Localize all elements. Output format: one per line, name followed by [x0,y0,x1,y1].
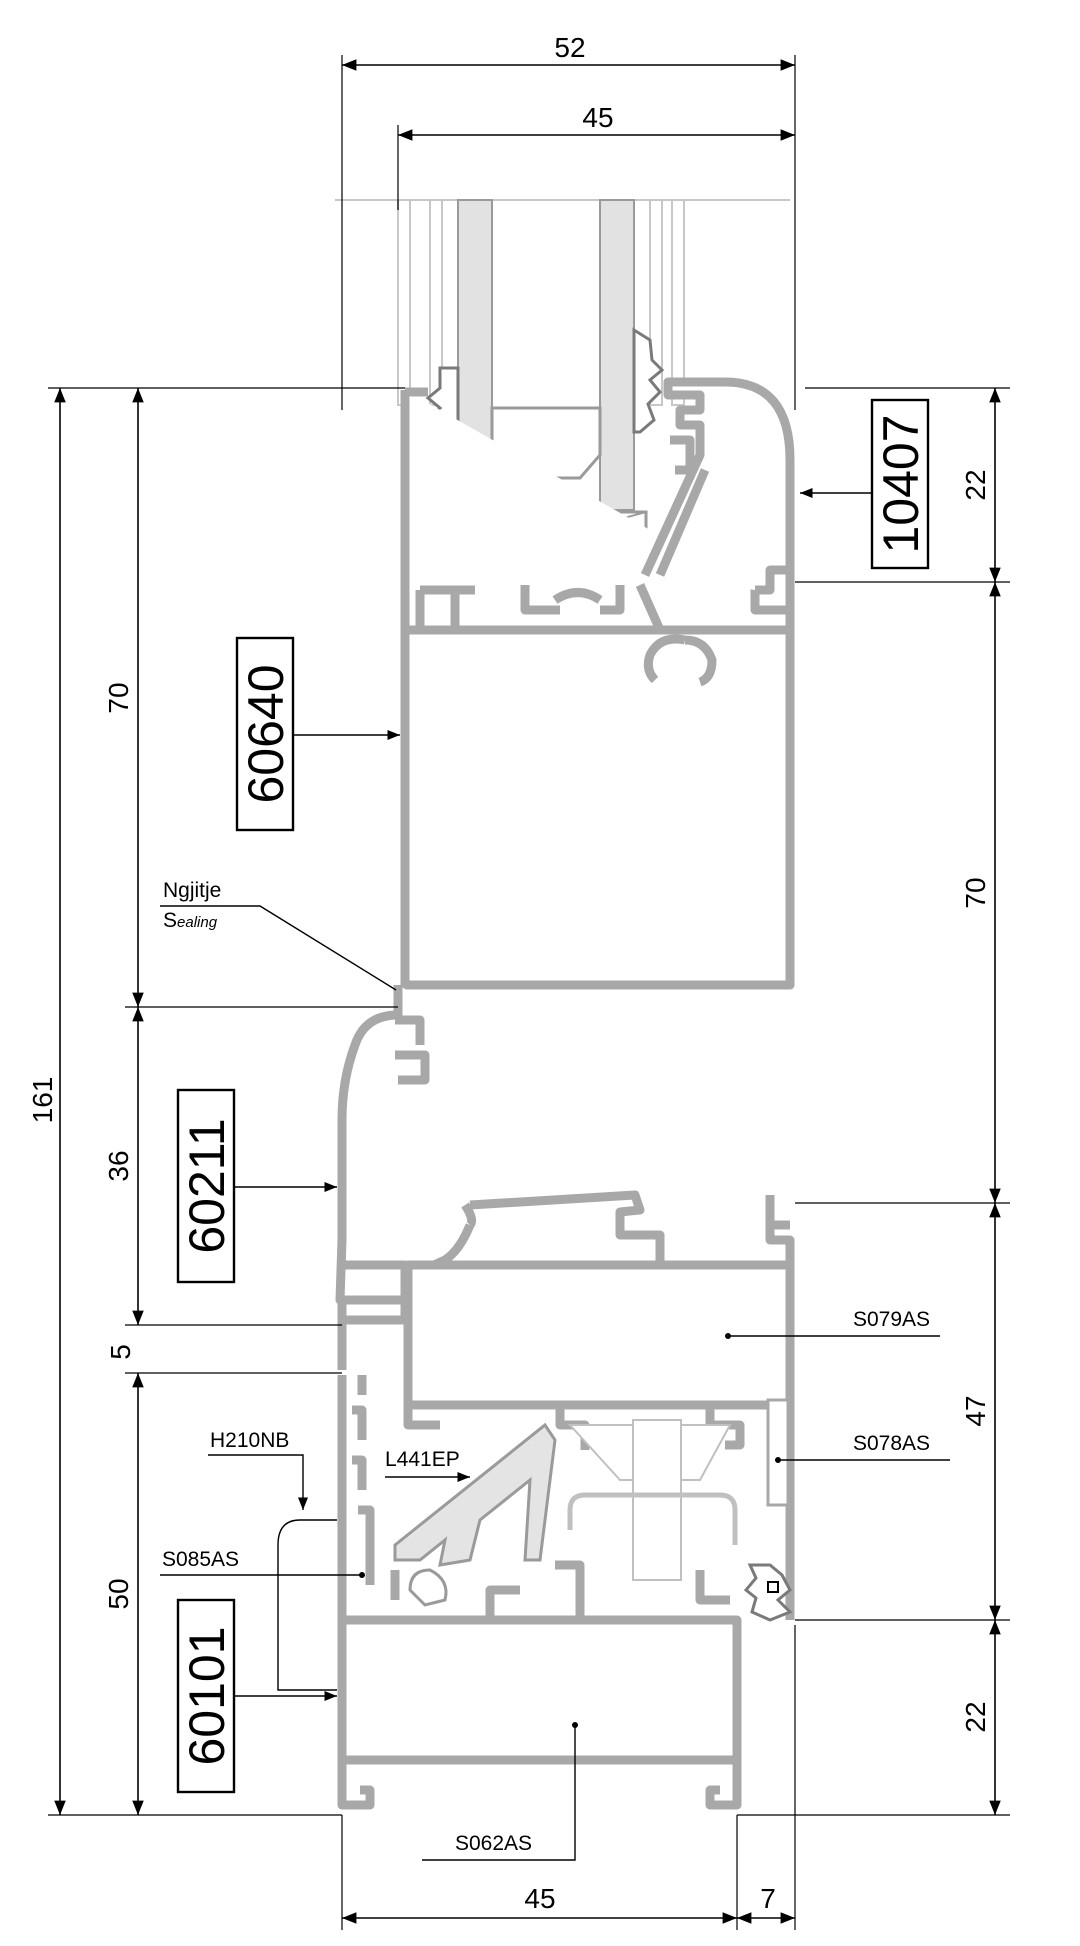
sash-profile [400,377,795,990]
dim-label-left-gap: 5 [105,1344,136,1360]
label-s079as: S079AS [853,1308,930,1331]
label-sealing-sub: Sealing [163,909,218,932]
dim-label-top-overall: 52 [554,32,585,63]
dim-label-top-inner: 45 [582,102,613,133]
dim-label-left-upper: 70 [103,682,134,713]
frame-bottom-profile [337,1615,742,1810]
profile-box-60211 [176,1088,236,1284]
profile-code-60640: 60640 [238,664,294,803]
label-l441ep: L441EP [385,1448,460,1471]
dim-label-right-lower: 47 [960,1395,991,1426]
profile-box-10407 [870,398,930,570]
l441-thermal-bridge [393,1422,557,1567]
label-sealing-main: Ngjitje [163,879,221,902]
glass-gasket-right [632,327,665,434]
profile-code-60101: 60101 [179,1626,235,1765]
dim-label-bottom-main: 45 [524,1883,555,1914]
glass-pane-inner [599,199,635,511]
dim-label-right-bottom: 22 [960,1701,991,1732]
dim-label-left-middle: 36 [103,1150,134,1181]
profile-box-60640 [235,636,295,832]
frame-mid-profile [335,985,795,1325]
profile-code-10407: 10407 [873,414,929,553]
dim-label-bottom-small: 7 [760,1883,776,1914]
label-h210nb: H210NB [210,1429,289,1452]
frame-lower-section [337,1260,795,1622]
label-s062as: S062AS [455,1832,532,1855]
label-sealing-sub-rest: ealing [177,914,218,931]
profile-code-60211: 60211 [179,1118,235,1253]
dim-label-left-lower: 50 [103,1578,134,1609]
dim-label-right-middle: 70 [960,877,991,908]
dim-label-right-top: 22 [960,469,991,500]
label-sealing-sub-initial: S [163,909,177,932]
label-s085as: S085AS [162,1548,239,1571]
dim-label-left-total: 161 [27,1077,58,1124]
label-s078as: S078AS [853,1432,930,1455]
